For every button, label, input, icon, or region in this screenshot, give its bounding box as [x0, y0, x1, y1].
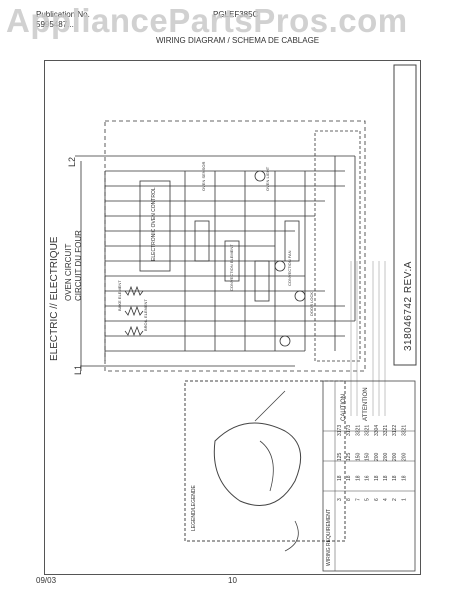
- table-cell: 150: [365, 452, 371, 461]
- part-number: 318046742 REV:A: [403, 261, 414, 351]
- table-cell: 3321: [355, 425, 361, 436]
- convection-element-label: CONVECTION ELEMENT: [229, 244, 234, 291]
- caution-heading: CAUTION: [341, 394, 347, 421]
- table-cell: 1: [401, 498, 407, 501]
- motor-sketch: [213, 422, 302, 506]
- table-cell: 18: [392, 475, 398, 481]
- table-cell: 7: [355, 498, 361, 501]
- table-cell: 18: [337, 475, 343, 481]
- door-lock-label: DOOR LOCK: [309, 292, 314, 316]
- diagram-subheading-en: OVEN CIRCUIT: [64, 244, 73, 301]
- motor-lead-2: [284, 520, 299, 552]
- table-cell: 4: [383, 498, 389, 501]
- table-cell: 8: [346, 498, 352, 501]
- publication-number: 5995487...: [36, 20, 74, 29]
- bus-lines: [75, 120, 366, 372]
- diagram-subheading-fr: CIRCUIT DU FOUR: [74, 230, 83, 301]
- motor-lead: [254, 390, 286, 422]
- table-cell: 16: [365, 475, 371, 481]
- l1-label: L1: [73, 365, 83, 375]
- table-cell: 3304: [374, 425, 380, 436]
- oven-sensor-label: OVEN SENSOR: [201, 162, 206, 191]
- table-cell: 150: [355, 452, 361, 461]
- table-cell: 5: [365, 498, 371, 501]
- legend-box: [184, 380, 346, 542]
- motor-rotor: [259, 440, 274, 492]
- table-cell: 18: [355, 475, 361, 481]
- table-cell: 125: [337, 452, 343, 461]
- table-cell: 6: [374, 498, 380, 501]
- footer-page: 10: [228, 576, 237, 585]
- l2-label: L2: [67, 157, 77, 167]
- table-cell: 18: [374, 475, 380, 481]
- oven-light-label: OVEN LIGHT: [265, 166, 270, 191]
- publication-label: Publication No.: [36, 10, 90, 19]
- table-cell: 3122: [392, 425, 398, 436]
- table-cell: 3173: [337, 425, 343, 436]
- legend-heading: LEGEND/LEGENDE: [191, 484, 197, 531]
- wiring-diagram-svg: 318046742 REV:A ELECTRIC // ELECTRIQUE O…: [49, 64, 417, 572]
- table-cell: 18: [401, 475, 407, 481]
- bake-element-label: BAKE ELEMENT: [117, 280, 122, 311]
- control-label: ELECTRONIC OVEN CONTROL: [151, 187, 157, 261]
- table-cell: 3321: [365, 425, 371, 436]
- part-number-box: [393, 64, 417, 366]
- table-cell: 200: [383, 452, 389, 461]
- watermark-logo: AppliancePartsPros.com: [6, 2, 408, 39]
- table-cell: 200: [374, 452, 380, 461]
- table-cell: 3321: [383, 425, 389, 436]
- wiring-diagram-sheet: 318046742 REV:A ELECTRIC // ELECTRIQUE O…: [44, 60, 421, 575]
- table-cell: 18: [346, 475, 352, 481]
- table-cell: 3173: [346, 425, 352, 436]
- table-cell: 3321: [401, 425, 407, 436]
- table-cell: 18: [383, 475, 389, 481]
- caution-text-lines: [350, 261, 386, 416]
- convection-fan-label: CONVECTION FAN: [287, 250, 292, 286]
- table-cell: 200: [392, 452, 398, 461]
- broil-element-label: BROIL ELEMENT: [143, 299, 148, 331]
- table-cell: 200: [401, 452, 407, 461]
- diagram-title: WIRING DIAGRAM / SCHEMA DE CABLAGE: [156, 36, 320, 45]
- wiring-table-heading: WIRING REQUIREMENT: [326, 509, 332, 566]
- diagram-heading: ELECTRIC // ELECTRIQUE: [49, 236, 60, 361]
- wiring-table: WIRING REQUIREMENT 318125317381812531737…: [322, 380, 416, 572]
- model-number: PGLEF385C: [213, 10, 259, 19]
- table-cell: 2: [392, 498, 398, 501]
- table-cell: 3: [337, 498, 343, 501]
- table-cell: 125: [346, 452, 352, 461]
- footer-date: 09/03: [36, 576, 57, 585]
- attention-heading: ATTENTION: [363, 387, 369, 421]
